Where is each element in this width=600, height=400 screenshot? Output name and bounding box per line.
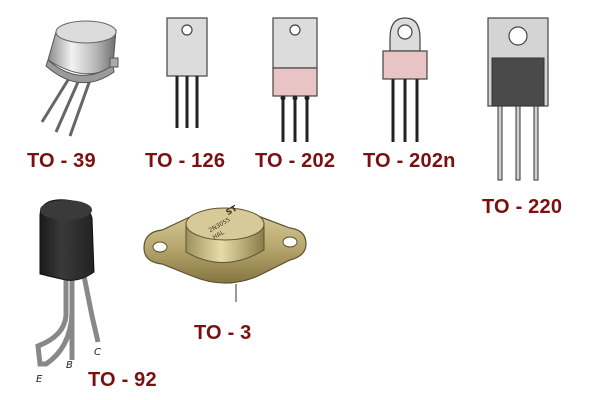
to202-package-drawing xyxy=(272,17,318,142)
to202-label: TO - 202 xyxy=(255,150,336,172)
to126-label: TO - 126 xyxy=(145,150,226,172)
to3-label: TO - 3 xyxy=(194,322,252,344)
to3-package-drawing: 2N3055 HAL ST xyxy=(143,203,307,302)
to39-label: TO - 39 xyxy=(27,150,96,172)
to92-pin-e-label: E xyxy=(36,374,43,385)
to92-label: TO - 92 xyxy=(88,369,157,391)
to92-pin-b-label: B xyxy=(66,360,73,371)
to220-label: TO - 220 xyxy=(482,196,563,218)
to220-package-drawing xyxy=(487,17,549,181)
to202n-package-drawing xyxy=(382,17,428,142)
to92-pin-c-label: C xyxy=(94,347,101,358)
to92-package-drawing xyxy=(35,199,101,367)
to126-package-drawing xyxy=(166,17,208,128)
to39-package-drawing xyxy=(40,20,119,137)
to202n-label: TO - 202n xyxy=(363,150,456,172)
